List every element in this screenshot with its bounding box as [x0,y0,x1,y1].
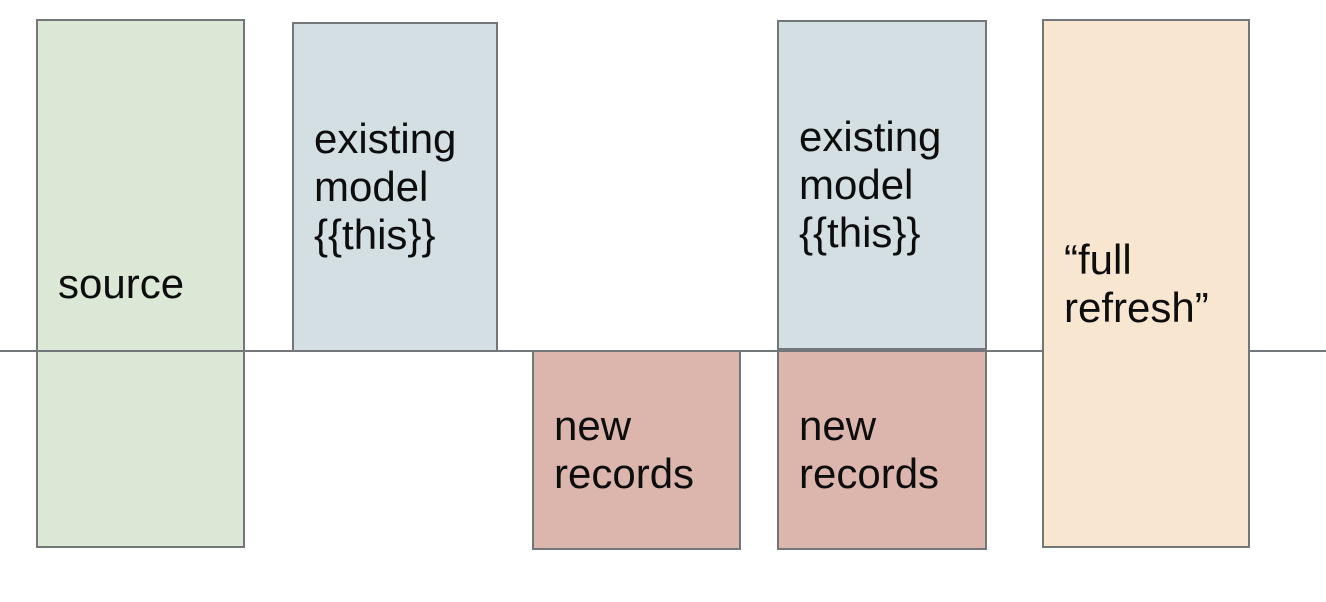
new-records-label-left: new records [554,402,695,497]
new-records-box-left: new records [532,350,741,550]
full-refresh-label: “full refresh” [1064,235,1209,331]
source-label: source [58,259,185,307]
full-refresh-box: “full refresh” [1042,19,1250,548]
existing-model-label-right: existing model {{this}} [799,113,942,256]
existing-model-label-left: existing model {{this}} [314,115,457,258]
existing-model-box-left: existing model {{this}} [292,22,498,352]
source-box: source [36,19,245,548]
new-records-box-right: new records [777,350,987,550]
existing-model-box-right: existing model {{this}} [777,20,987,350]
new-records-label-right: new records [799,402,940,497]
